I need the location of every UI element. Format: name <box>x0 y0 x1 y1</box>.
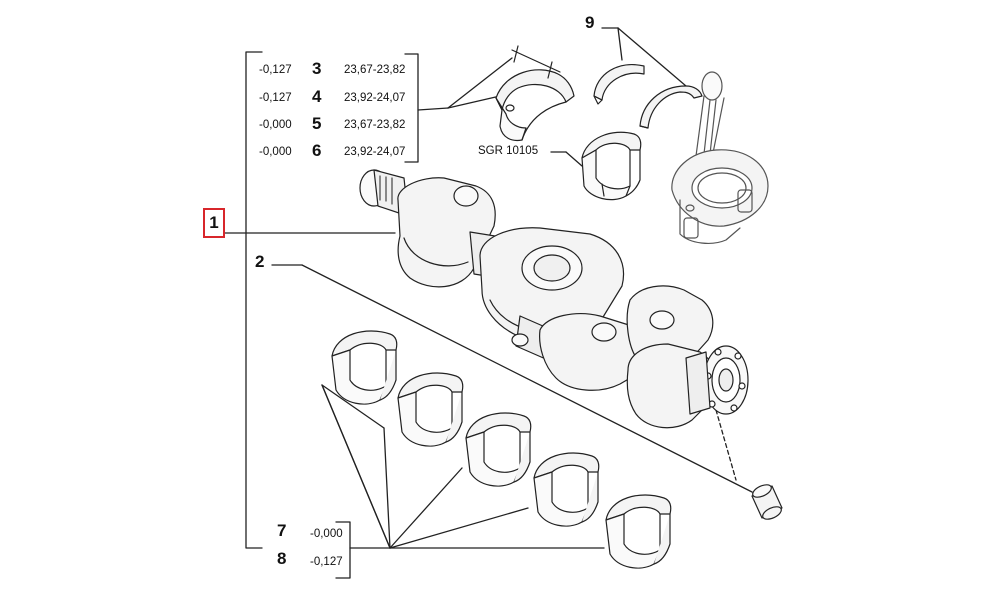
dowel-pin-icon <box>751 484 783 520</box>
tool-label: SGR 10105 <box>478 145 539 157</box>
callout-9: 9 <box>585 13 595 32</box>
callout-6: 6 <box>312 141 322 160</box>
crankshaft-icon <box>359 169 749 429</box>
offset-value: -0,127 <box>310 556 343 568</box>
bearing-shell-icon <box>581 131 642 201</box>
bearing-shell-icon <box>397 372 464 447</box>
range-value: 23,67-23,82 <box>344 64 406 76</box>
offset-value: -0,127 <box>259 64 292 76</box>
callout-2: 2 <box>255 252 265 271</box>
callout-5: 5 <box>312 114 322 133</box>
callout-4: 4 <box>312 87 322 106</box>
thrust-washer-icon <box>593 64 703 129</box>
bearing-shell-icon <box>533 452 600 527</box>
offset-value: -0,000 <box>310 528 343 540</box>
callout-3: 3 <box>312 59 322 78</box>
range-value: 23,67-23,82 <box>344 119 406 131</box>
bearing-shell-icon <box>495 45 575 142</box>
offset-value: -0,000 <box>259 146 292 158</box>
callout-7: 7 <box>277 521 287 540</box>
bearing-shell-icon <box>331 330 398 405</box>
callout-1: 1 <box>203 208 225 238</box>
connecting-rod-icon <box>671 71 769 244</box>
range-value: 23,92-24,07 <box>344 92 406 104</box>
bracket-lines <box>224 27 753 579</box>
range-value: 23,92-24,07 <box>344 146 406 158</box>
offset-value: -0,000 <box>259 119 292 131</box>
bearing-shell-icon <box>465 412 532 487</box>
offset-value: -0,127 <box>259 92 292 104</box>
bearing-shell-icon <box>605 494 672 569</box>
callout-8: 8 <box>277 549 287 568</box>
